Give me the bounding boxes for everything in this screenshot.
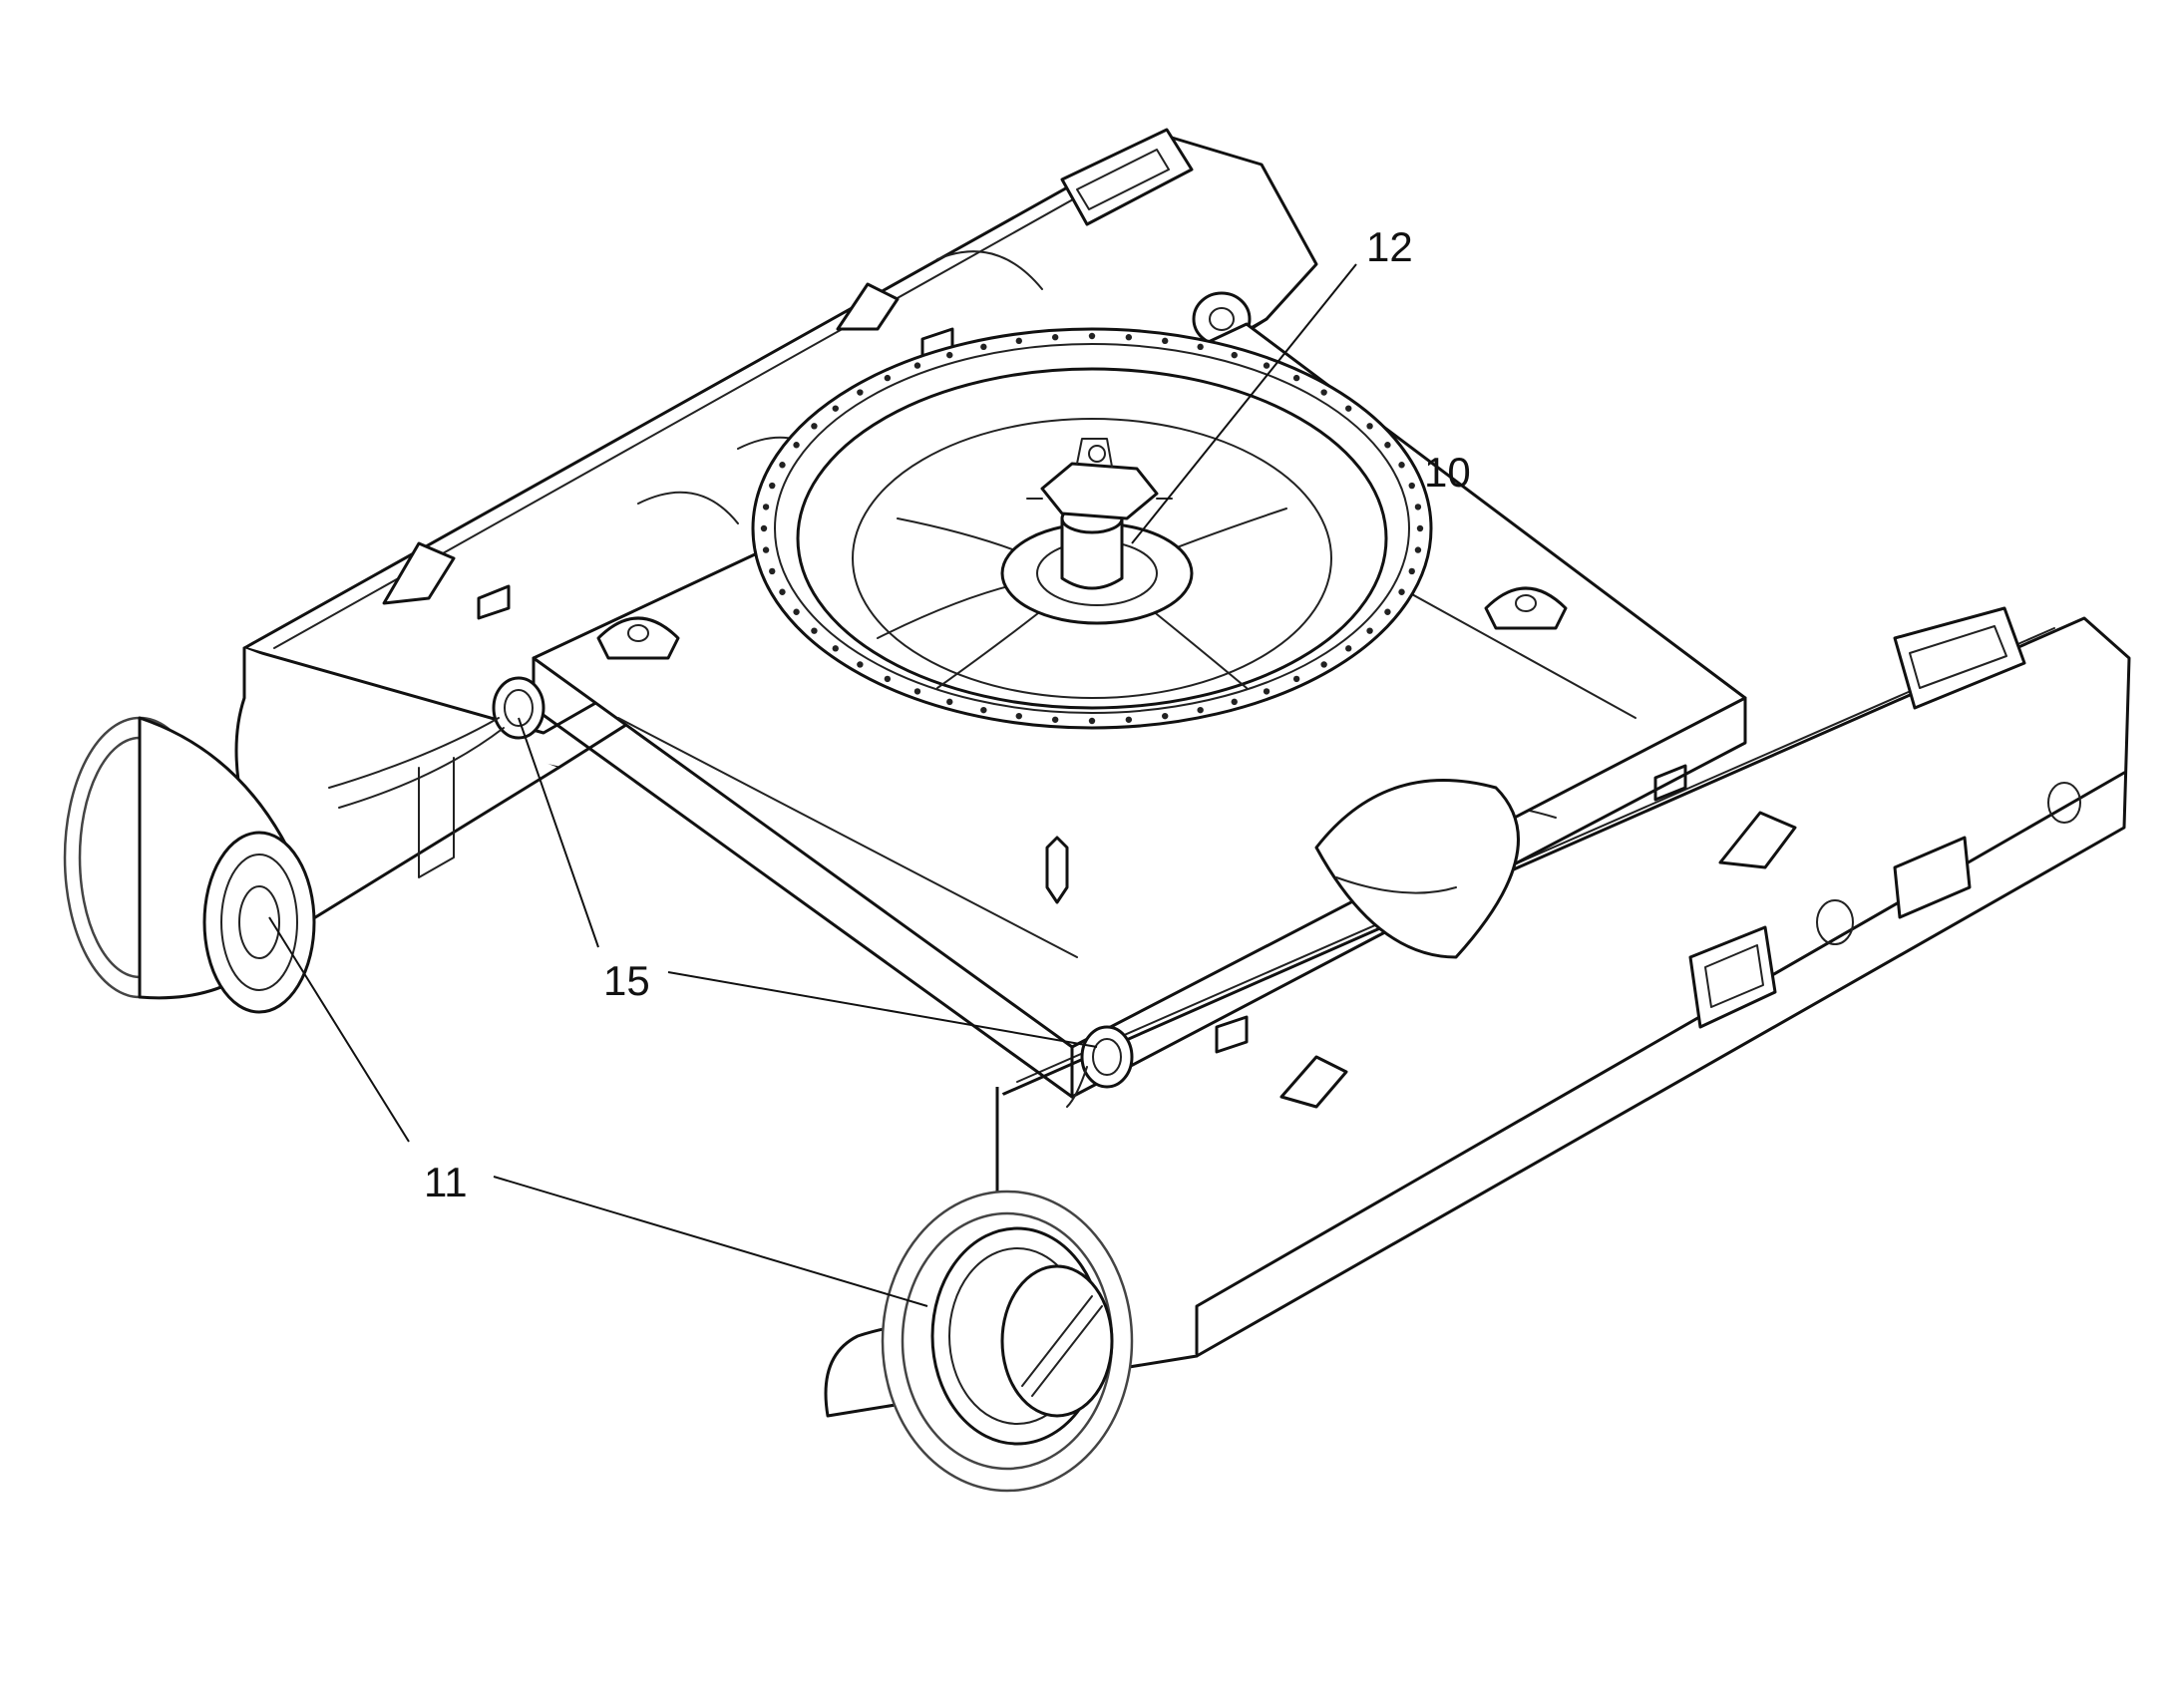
bolt-hole — [1345, 645, 1352, 652]
bolt-hole — [1162, 712, 1169, 720]
bolt-hole — [762, 504, 770, 511]
bolt-hole — [857, 661, 864, 668]
bolt-hole — [1051, 334, 1059, 341]
bolt-hole — [946, 351, 953, 359]
bolt-hole — [769, 482, 776, 490]
bolt-hole — [913, 362, 921, 369]
bolt-hole — [1231, 351, 1238, 359]
bolt-hole — [1051, 716, 1059, 723]
bolt-hole — [1320, 661, 1327, 668]
bolt-hole — [779, 588, 786, 595]
bolt-hole — [1088, 332, 1096, 340]
bolt-hole — [884, 374, 892, 382]
bolt-hole — [1263, 688, 1271, 695]
bolt-hole — [832, 405, 839, 412]
bolt-hole — [1015, 712, 1022, 720]
bolt-hole — [1231, 698, 1238, 706]
callout-labels: 10 11 12 15 — [424, 223, 1471, 1205]
bolt-hole — [1384, 608, 1391, 615]
bolt-hole — [980, 343, 987, 351]
callout-15: 15 — [603, 957, 650, 1004]
bolt-hole — [884, 675, 892, 683]
bolt-hole — [1366, 627, 1373, 634]
swivel-joint — [1026, 438, 1173, 590]
bolt-hole — [1263, 362, 1271, 369]
bolt-hole — [1384, 442, 1391, 449]
bolt-hole — [832, 645, 839, 652]
bolt-hole — [1162, 337, 1169, 345]
front-sprocket — [824, 1087, 1198, 1493]
bolt-hole — [760, 524, 768, 532]
callout-11: 11 — [424, 1159, 468, 1205]
bolt-hole — [762, 546, 770, 553]
bolt-hole — [1416, 524, 1424, 532]
bolt-hole — [857, 389, 864, 396]
bolt-circle — [760, 332, 1424, 725]
bolt-hole — [946, 698, 953, 706]
bolt-hole — [1414, 504, 1422, 511]
bolt-hole — [1320, 389, 1327, 396]
bolt-hole — [1408, 567, 1415, 575]
bolt-hole — [1292, 675, 1300, 683]
hydraulic-lines — [328, 676, 1134, 1108]
bolt-hole — [980, 706, 987, 714]
bolt-hole — [1197, 706, 1204, 714]
bolt-hole — [1414, 546, 1422, 553]
bolt-hole — [1088, 717, 1096, 725]
bolt-hole — [1015, 337, 1022, 345]
bolt-hole — [1345, 405, 1352, 412]
bolt-hole — [1292, 374, 1300, 382]
bolt-hole — [793, 442, 800, 449]
bolt-hole — [811, 627, 818, 634]
bolt-hole — [1197, 343, 1204, 351]
bolt-hole — [769, 567, 776, 575]
bolt-hole — [1398, 462, 1405, 469]
bolt-hole — [1125, 716, 1133, 723]
leader-12 — [1131, 263, 1357, 544]
leader-11b — [493, 1176, 928, 1307]
leader-15a — [518, 717, 599, 948]
bolt-hole — [779, 462, 786, 469]
front-track-frame — [995, 606, 2131, 1358]
bolt-hole — [1125, 334, 1133, 341]
bolt-hole — [913, 688, 921, 695]
bolt-hole — [811, 423, 818, 430]
bolt-hole — [1398, 588, 1405, 595]
callout-10: 10 — [1424, 449, 1471, 496]
leader-15b — [667, 971, 1098, 1048]
bolt-hole — [1366, 423, 1373, 430]
bolt-hole — [1408, 482, 1415, 490]
bolt-hole — [793, 608, 800, 615]
callout-12: 12 — [1366, 223, 1413, 270]
callout-leaders — [268, 263, 1357, 1307]
leader-11a — [268, 916, 410, 1143]
